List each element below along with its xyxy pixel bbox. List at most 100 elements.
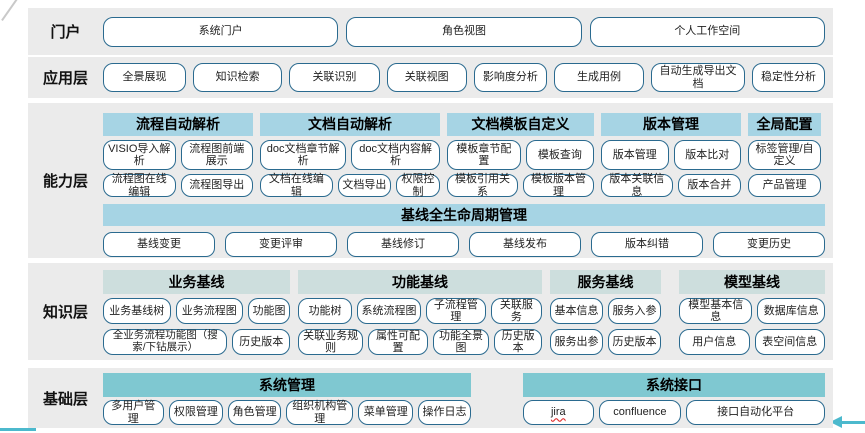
pill-button: 文档在线编辑 (260, 173, 333, 198)
pill-button: 模板查询 (525, 140, 594, 170)
section-header: 模型基线 (679, 270, 825, 294)
pill-button: 流程图前端展示 (180, 140, 253, 170)
pill-button: doc文档章节解析 (260, 140, 347, 170)
pill-button: 角色视图 (346, 16, 582, 47)
layer-app: 应用层 全景展现 知识检索 关联识别 关联视图 影响度分析 生成用例 自动生成导… (28, 57, 833, 98)
capability-column: 版本管理 版本管理 版本比对 版本关联信息 版本合并 (601, 113, 741, 198)
portal-buttons-row: 系统门户 角色视图 个人工作空间 (103, 8, 833, 55)
pill-button: doc文档内容解析 (351, 140, 440, 170)
knowledge-column: 功能基线 功能树 系统流程图 子流程管理 关联服务 关联业务规则 属性可配置 功… (298, 270, 542, 355)
pill-button: 流程图导出 (180, 174, 253, 197)
base-column: 系统接口 jira confluence 接口自动化平台 (523, 373, 825, 425)
pill-button: 子流程管理 (425, 298, 486, 324)
pill-button: 模板章节配置 (447, 140, 521, 170)
pill-button: 功能图 (248, 298, 290, 324)
section-header: 流程自动解析 (103, 113, 253, 136)
capability-column: 文档自动解析 doc文档章节解析 doc文档内容解析 文档在线编辑 文档导出 权… (260, 113, 440, 198)
pill-button: 系统流程图 (357, 298, 421, 324)
pill-button: 关联业务规则 (298, 329, 364, 355)
pill-button: 版本合并 (677, 174, 741, 197)
pill-button: 版本管理 (601, 140, 669, 170)
pill-button: 个人工作空间 (589, 16, 825, 47)
capability-column: 流程自动解析 VISIO导入解析 流程图前端展示 流程图在线编辑 流程图导出 (103, 113, 253, 198)
pill-button: confluence (598, 400, 682, 425)
pill-button: 关联服务 (490, 298, 542, 324)
pill-button: 文档导出 (337, 174, 391, 197)
pill-button: 基线修订 (347, 232, 459, 257)
layer-knowledge: 知识层 业务基线 业务基线树 业务流程图 功能图 全业务流程功能图（搜索/下钻展… (28, 263, 833, 360)
pill-button: 菜单管理 (358, 400, 414, 425)
pill-button: 自动生成导出文档 (651, 63, 745, 92)
annotation-arrow-head-icon (830, 416, 842, 428)
pill-button: 权限管理 (168, 400, 224, 425)
base-content: 系统管理 多用户管理 权限管理 角色管理 组织机构管理 菜单管理 操作日志 系统… (103, 368, 833, 428)
knowledge-column: 服务基线 基本信息 服务入参 服务出参 历史版本 (550, 270, 661, 355)
pill-button: 服务出参 (550, 329, 603, 355)
pill-button: 历史版本 (608, 329, 661, 355)
layer-label: 应用层 (42, 70, 88, 87)
pill-button: 多用户管理 (103, 400, 164, 425)
section-header: 系统接口 (523, 373, 825, 397)
pill-button: 历史版本 (494, 329, 542, 355)
pill-button: 接口自动化平台 (686, 400, 825, 425)
pill-button: 基线变更 (103, 232, 215, 257)
layer-base: 基础层 系统管理 多用户管理 权限管理 角色管理 组织机构管理 菜单管理 操作日… (28, 368, 833, 428)
pill-button: 业务基线树 (103, 298, 171, 324)
pill-button: 基本信息 (550, 298, 603, 324)
pill-button: 流程图在线编辑 (103, 173, 176, 198)
pill-button: 功能全景图 (432, 329, 490, 355)
pill-button: 关联视图 (386, 63, 467, 92)
pill-button: 模型基本信息 (679, 298, 753, 324)
section-header: 文档模板自定义 (447, 113, 594, 136)
knowledge-content: 业务基线 业务基线树 业务流程图 功能图 全业务流程功能图（搜索/下钻展示） 历… (103, 263, 833, 360)
pill-button: 基线发布 (469, 232, 581, 257)
pill-button: 版本关联信息 (601, 173, 673, 198)
pill-button: 组织机构管理 (286, 400, 354, 425)
pill-button: 版本比对 (673, 140, 741, 170)
section-header: 系统管理 (103, 373, 471, 397)
teal-underline-decoration (0, 428, 36, 431)
pill-button: 全业务流程功能图（搜索/下钻展示） (103, 329, 228, 355)
layer-label: 知识层 (42, 304, 88, 321)
annotation-arrow-tail (841, 421, 865, 424)
pill-button: 操作日志 (418, 400, 471, 425)
pill-button: 稳定性分析 (751, 63, 826, 92)
pill-button: 知识检索 (193, 63, 283, 92)
pill-button: 关联识别 (289, 63, 380, 92)
layer-label: 门户 (50, 24, 81, 41)
pill-button: 服务入参 (608, 298, 661, 324)
baseline-buttons-row: 基线变更 变更评审 基线修订 基线发布 版本纠错 变更历史 (103, 232, 825, 257)
pill-button: 表空间信息 (754, 329, 825, 355)
pill-button: 模板引用关系 (447, 173, 518, 198)
pill-button: 权限控制 (395, 173, 440, 198)
pill-button: 变更历史 (713, 232, 825, 257)
pill-button: 角色管理 (228, 400, 282, 425)
corner-line-decoration (1, 0, 19, 22)
section-header: 全局配置 (748, 113, 821, 136)
pill-button: 生成用例 (553, 63, 645, 92)
pill-button: 功能树 (298, 298, 353, 324)
pill-button: 数据库信息 (757, 298, 825, 324)
pill-button: 标签管理/自定义 (748, 140, 821, 170)
pill-button: 系统门户 (103, 16, 339, 47)
layer-label: 基础层 (42, 390, 88, 408)
pill-button: 模板版本管理 (523, 173, 594, 198)
section-header: 服务基线 (550, 270, 661, 294)
layer-label: 能力层 (42, 173, 88, 190)
layer-portal: 门户 系统门户 角色视图 个人工作空间 (28, 8, 833, 55)
section-header: 文档自动解析 (260, 113, 440, 136)
knowledge-column: 模型基线 模型基本信息 数据库信息 用户信息 表空间信息 (679, 270, 825, 355)
baseline-lifecycle-header: 基线全生命周期管理 (103, 204, 825, 226)
capability-column: 全局配置 标签管理/自定义 产品管理 (748, 113, 821, 197)
pill-button: 变更评审 (225, 232, 337, 257)
app-buttons-row: 全景展现 知识检索 关联识别 关联视图 影响度分析 生成用例 自动生成导出文档 … (103, 57, 833, 98)
section-header: 业务基线 (103, 270, 290, 294)
section-header: 功能基线 (298, 270, 542, 294)
base-column: 系统管理 多用户管理 权限管理 角色管理 组织机构管理 菜单管理 操作日志 (103, 373, 471, 425)
pill-button: VISIO导入解析 (103, 140, 176, 170)
knowledge-column: 业务基线 业务基线树 业务流程图 功能图 全业务流程功能图（搜索/下钻展示） 历… (103, 270, 290, 355)
pill-button: 全景展现 (103, 63, 186, 92)
pill-button: 用户信息 (679, 329, 750, 355)
pill-button: 版本纠错 (591, 232, 703, 257)
pill-button: 历史版本 (232, 329, 290, 355)
